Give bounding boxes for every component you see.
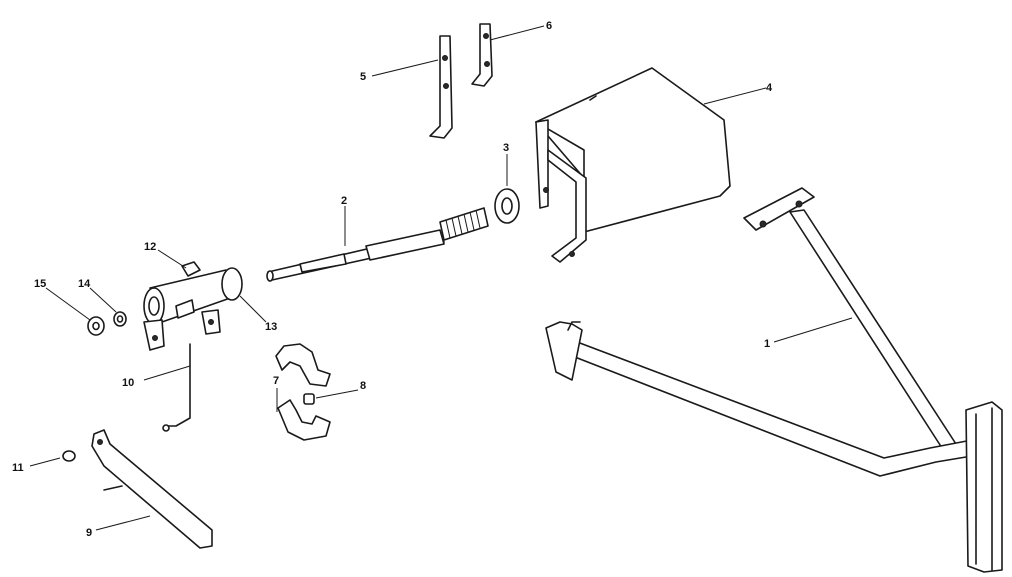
part-7-split-clamp (275, 343, 331, 441)
part-2-splined-shaft (266, 207, 489, 282)
part-14-small-washer (113, 311, 127, 327)
part-5-long-bracket (429, 35, 453, 139)
callout-7: 7 (273, 375, 279, 387)
part-6-short-bracket (471, 23, 493, 87)
callout-labels: 1 2 3 4 5 6 7 8 9 10 11 12 13 14 15 (12, 20, 773, 539)
callout-12: 12 (144, 241, 156, 253)
callout-6: 6 (546, 20, 552, 32)
part-3-washer (494, 188, 520, 224)
callout-4: 4 (766, 82, 773, 94)
callout-13: 13 (265, 321, 277, 333)
callout-10: 10 (122, 377, 134, 389)
part-4-shroud-cover (535, 67, 731, 263)
part-8-nut (303, 393, 315, 405)
callout-11: 11 (12, 462, 24, 474)
callout-3: 3 (503, 142, 509, 154)
part-9-flat-arm (91, 429, 213, 549)
callout-9: 9 (86, 527, 92, 539)
callout-2: 2 (341, 195, 347, 207)
part-1-support-frame (545, 187, 1003, 573)
part-15-flat-washer (87, 316, 105, 336)
part-10-bent-pin (162, 343, 191, 432)
part-12-clip (181, 261, 201, 277)
part-13-tubular-housing (143, 267, 243, 351)
leader-lines (29, 25, 853, 531)
callout-15: 15 (34, 278, 46, 290)
callout-8: 8 (360, 380, 366, 392)
callout-1: 1 (764, 338, 770, 350)
callout-14: 14 (78, 278, 91, 290)
callout-5: 5 (360, 71, 366, 83)
part-11-nut (62, 450, 76, 462)
